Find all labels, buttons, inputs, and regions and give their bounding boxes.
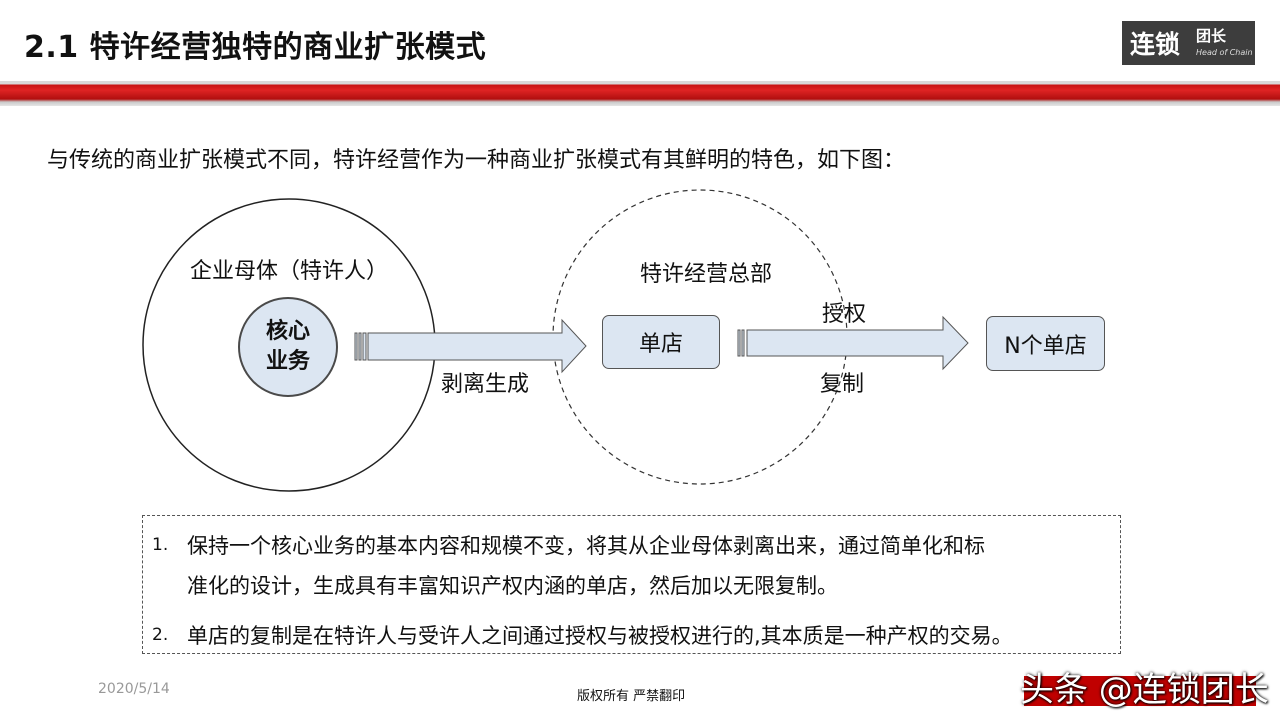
header-divider-band bbox=[0, 81, 1280, 106]
core-business-circle: 核心 业务 bbox=[238, 297, 338, 397]
logo-english-text: Head of Chain bbox=[1196, 48, 1253, 57]
note-2-line-1: 单店的复制是在特许人与受许人之间通过授权与被授权进行的,其本质是一种产权的交易。 bbox=[187, 624, 1013, 648]
single-store-label: 单店 bbox=[638, 332, 683, 357]
authorize-arrow bbox=[737, 315, 969, 371]
footer-date: 2020/5/14 bbox=[98, 681, 170, 697]
franchise-hq-label: 特许经营总部 bbox=[640, 262, 773, 287]
watermark-background bbox=[1024, 676, 1256, 706]
note-1-line-1: 保持一个核心业务的基本内容和规模不变，将其从企业母体剥离出来，通过简单化和标 bbox=[187, 534, 985, 558]
slide-title: 2.1 特许经营独特的商业扩张模式 bbox=[24, 30, 487, 65]
copy-label: 复制 bbox=[820, 372, 865, 397]
intro-paragraph: 与传统的商业扩张模式不同，特许经营作为一种商业扩张模式有其鲜明的特色，如下图： bbox=[47, 148, 906, 173]
parent-company-label: 企业母体（特许人） bbox=[190, 259, 389, 284]
core-label-line1: 核心 bbox=[265, 319, 310, 344]
note-1-line-2: 准化的设计，生成具有丰富知识产权内涵的单店，然后加以无限复制。 bbox=[187, 574, 838, 598]
authorize-label: 授权 bbox=[822, 302, 867, 327]
notes-box bbox=[142, 515, 1121, 654]
single-store-box: 单店 bbox=[602, 315, 720, 369]
note-1-number: 1. bbox=[152, 535, 169, 555]
split-arrow bbox=[354, 318, 587, 374]
footer-copyright: 版权所有 严禁翻印 bbox=[577, 689, 686, 704]
logo-sub-text: 团长 bbox=[1196, 27, 1227, 45]
split-generate-label: 剥离生成 bbox=[441, 372, 530, 397]
n-stores-label: N个单店 bbox=[1004, 333, 1087, 359]
brand-logo: 连锁 团长 Head of Chain bbox=[1122, 21, 1255, 65]
n-stores-box: N个单店 bbox=[986, 316, 1105, 371]
logo-main-text: 连锁 bbox=[1130, 30, 1181, 59]
watermark-text: 头条 @连锁团长 bbox=[1020, 670, 1269, 710]
core-label-line2: 业务 bbox=[265, 349, 310, 374]
note-2-number: 2. bbox=[152, 625, 169, 645]
